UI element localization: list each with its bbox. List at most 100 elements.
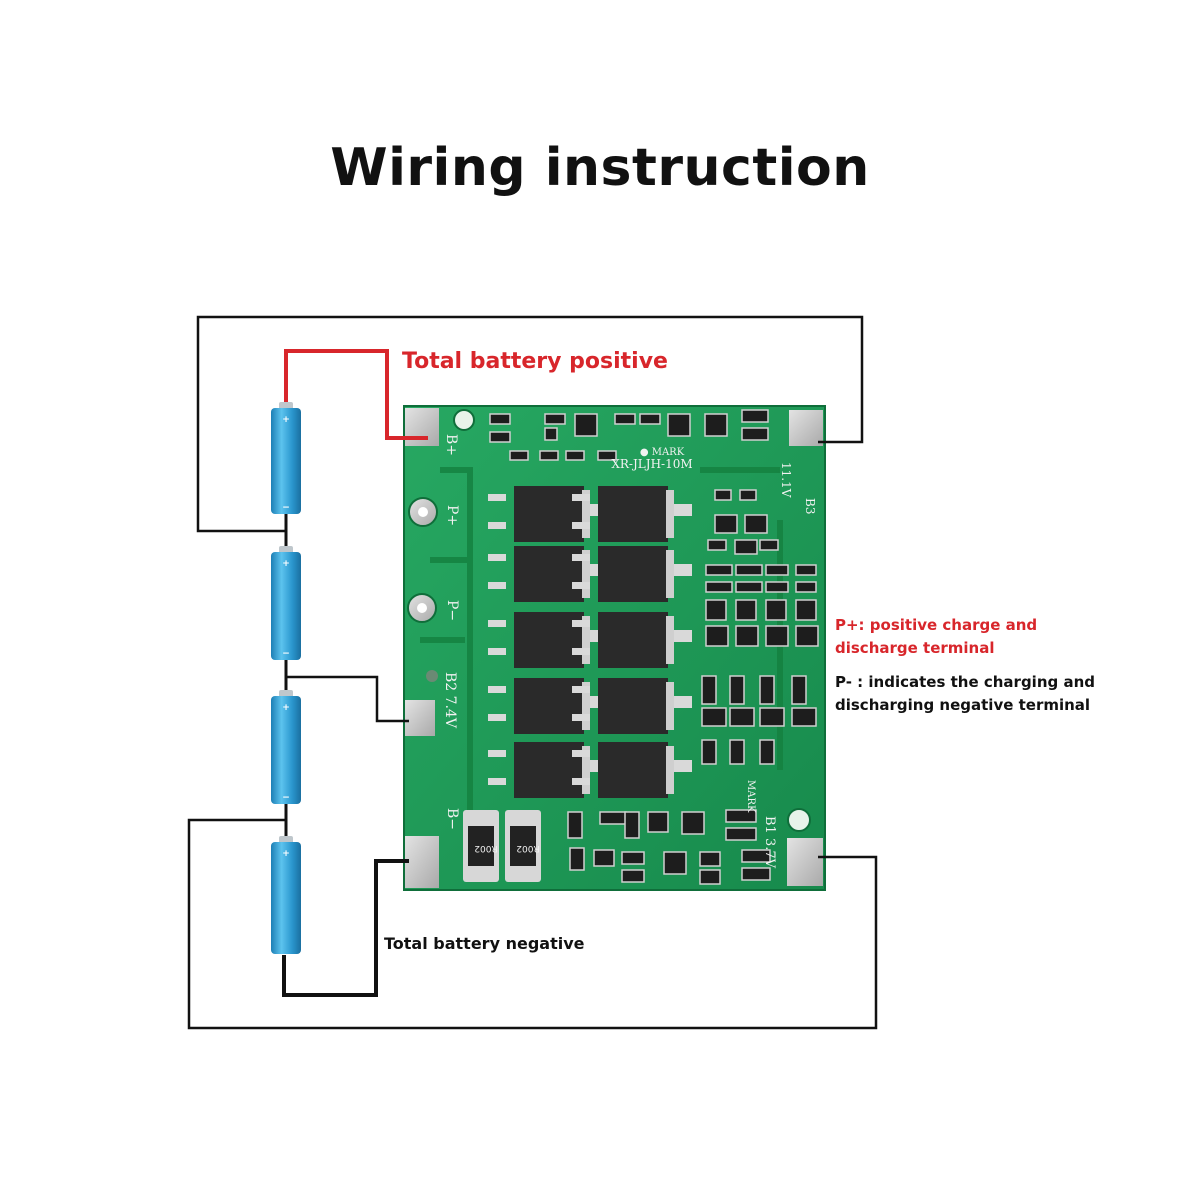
terminal-pminus	[407, 593, 437, 623]
smd-part	[795, 599, 817, 621]
smd-part	[725, 827, 757, 841]
resistor-label-2: R002	[516, 843, 539, 853]
label-pminus-line2: discharging negative terminal	[835, 696, 1091, 714]
pad-label-b2: B2 7.4V	[442, 672, 458, 729]
smd-part	[759, 675, 775, 705]
smd-part	[544, 413, 566, 425]
mosfet	[572, 612, 692, 668]
cell-3-plus: +	[282, 703, 290, 713]
pad-bplus	[405, 408, 439, 446]
pad-b3	[789, 410, 823, 446]
mosfet-array	[488, 486, 692, 798]
smd-part	[489, 431, 511, 443]
smd-part	[735, 581, 763, 593]
mosfet	[572, 678, 692, 734]
label-pminus-line1: P- : indicates the charging and	[835, 673, 1095, 691]
smd-part	[741, 849, 771, 863]
smd-part	[739, 489, 757, 501]
shunt-resistor-2	[505, 810, 541, 882]
board-mark-label-2: MARK	[745, 780, 756, 813]
cell-4-plus: +	[282, 849, 290, 859]
smd-part	[735, 564, 763, 576]
mosfet	[572, 546, 692, 602]
battery-cell-2: + −	[271, 546, 301, 660]
smd-part	[734, 539, 758, 555]
smd-part	[639, 413, 661, 425]
smd-part	[729, 707, 755, 727]
smd-part	[701, 739, 717, 765]
smd-part	[574, 413, 598, 437]
smd-part	[621, 869, 645, 883]
smd-part	[759, 739, 775, 765]
smd-part	[539, 450, 559, 461]
smd-part	[795, 564, 817, 576]
smd-part	[735, 599, 757, 621]
smd-part	[699, 851, 721, 867]
cell-2-minus: −	[282, 649, 290, 659]
wire-total-negative	[282, 859, 409, 997]
smd-part	[729, 739, 745, 765]
pad-label-b1: B1 3.7V	[762, 816, 777, 869]
pad-b2	[405, 700, 435, 736]
smd-part	[791, 707, 817, 727]
smd-components	[489, 409, 819, 885]
pad-label-pplus: P+	[444, 505, 460, 526]
label-pplus-line1: P+: positive charge and	[835, 616, 1038, 634]
smd-part	[759, 539, 779, 551]
smd-part	[565, 450, 585, 461]
smd-part	[667, 413, 691, 437]
pad-label-bminus: B−	[444, 808, 460, 830]
smd-part	[714, 514, 738, 534]
terminal-pplus	[408, 497, 438, 527]
smd-part	[681, 811, 705, 835]
smd-part	[621, 851, 645, 865]
smd-part	[765, 564, 789, 576]
board-model-label: XR-JLJH-10M	[611, 457, 692, 471]
smd-part	[647, 811, 669, 833]
smd-part	[714, 489, 732, 501]
label-total-negative: Total battery negative	[384, 934, 585, 953]
cell-2-plus: +	[282, 559, 290, 569]
battery-cell-1: + −	[271, 402, 301, 514]
battery-cell-3: + −	[271, 690, 301, 804]
smd-part	[741, 427, 769, 441]
pad-b1	[787, 838, 823, 886]
pad-bminus	[405, 836, 439, 888]
smd-part	[593, 849, 615, 867]
smd-part	[795, 625, 819, 647]
board-mark-label: ● MARK	[640, 447, 685, 458]
smd-part	[701, 675, 717, 705]
smd-part	[699, 869, 721, 885]
label-pplus-line2: discharge terminal	[835, 639, 995, 657]
smd-part	[614, 413, 636, 425]
wire-total-positive	[284, 349, 428, 440]
smd-part	[567, 811, 583, 839]
pad-label-b3-voltage: 11.1V	[779, 462, 793, 498]
smd-part	[569, 847, 585, 871]
smd-part	[597, 450, 617, 461]
smd-part	[705, 581, 733, 593]
wire-b3	[196, 315, 864, 533]
smd-part	[759, 707, 785, 727]
wire-b1	[187, 818, 878, 1030]
resistor-label-1: R002	[474, 843, 497, 853]
shunt-resistor-1	[463, 810, 499, 882]
smd-part	[544, 427, 558, 441]
smd-part	[741, 867, 771, 881]
page-title: Wiring instruction	[330, 138, 870, 198]
smd-part	[701, 707, 727, 727]
smd-part	[741, 409, 769, 423]
smd-part	[705, 599, 727, 621]
mosfet	[572, 742, 692, 798]
pad-label-bplus: B+	[443, 434, 459, 456]
smd-part	[765, 625, 789, 647]
smd-part	[489, 413, 511, 425]
smd-part	[765, 581, 789, 593]
smd-part	[725, 809, 757, 823]
cell-1-plus: +	[282, 415, 290, 425]
smd-part	[704, 413, 728, 437]
smd-part	[705, 625, 729, 647]
smd-part	[729, 675, 745, 705]
battery-cell-4: +	[271, 836, 301, 954]
cell-3-minus: −	[282, 793, 290, 803]
